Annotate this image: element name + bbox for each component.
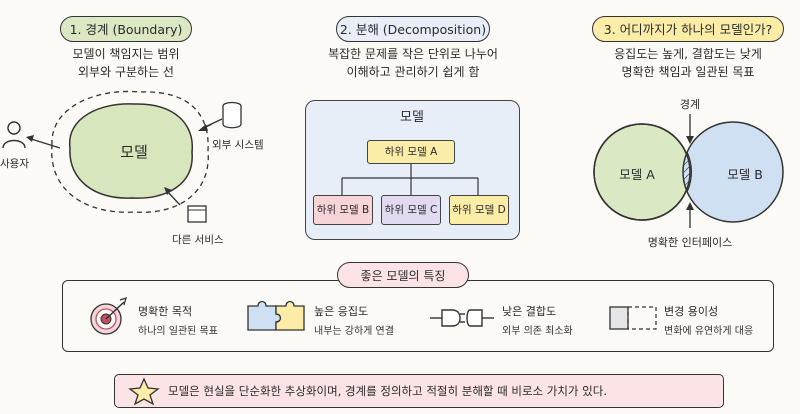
model-b-label: 모델 B xyxy=(727,167,763,182)
boundary-top-label: 경계 xyxy=(679,98,701,111)
section3-subtitle-1: 응집도는 높게, 결합도는 낮게 xyxy=(614,47,762,61)
feature-purpose-title: 명확한 목적 xyxy=(138,305,193,318)
container-model-label: 모델 xyxy=(400,110,424,125)
submodel-d: 하위 모델 D xyxy=(449,195,509,225)
feature-coupling-desc: 외부 의존 최소화 xyxy=(502,326,573,337)
feature-coupling-title: 낮은 결합도 xyxy=(502,305,557,318)
feature-changeability-title: 변경 용이성 xyxy=(664,305,719,318)
features-panel xyxy=(62,280,774,352)
footer-text: 모델은 현실을 단순화한 추상화이며, 경계를 정의하고 적절히 분해할 때 비… xyxy=(168,384,607,398)
feature-cohesion-title: 높은 응집도 xyxy=(314,305,369,318)
section1-subtitle-2: 외부와 구분하는 선 xyxy=(78,65,174,79)
footer-banner xyxy=(114,374,724,408)
model-a-label: 모델 A xyxy=(619,167,655,182)
section2-title: 2. 분해 (Decomposition) xyxy=(336,16,490,42)
section1-subtitle-1: 모델이 책임지는 범위 xyxy=(72,47,180,61)
features-title: 좋은 모델의 특징 xyxy=(337,262,469,288)
submodel-c: 하위 모델 C xyxy=(381,195,441,225)
external-system-label: 외부 시스템 xyxy=(212,139,264,151)
other-service-label: 다른 서비스 xyxy=(172,234,224,246)
section2-subtitle-1: 복잡한 문제를 작은 단위로 나누어 xyxy=(328,47,498,61)
submodel-a: 하위 모델 A xyxy=(367,140,455,164)
section1-title: 1. 경계 (Boundary) xyxy=(60,16,192,42)
section3-subtitle-2: 명확한 책임과 일관된 목표 xyxy=(621,65,755,79)
submodel-b: 하위 모델 B xyxy=(313,195,373,225)
section2-subtitle-2: 이해하고 관리하기 쉽게 함 xyxy=(346,65,480,79)
section3-title: 3. 어디까지가 하나의 모델인가? xyxy=(592,16,784,42)
feature-cohesion-desc: 내부는 강하게 연결 xyxy=(314,326,394,337)
interface-label: 명확한 인터페이스 xyxy=(647,236,733,249)
model-label: 모델 xyxy=(120,143,148,161)
user-label: 사용자 xyxy=(0,158,29,170)
feature-changeability-desc: 변화에 유연하게 대응 xyxy=(664,326,754,337)
feature-purpose-desc: 하나의 일관된 목표 xyxy=(138,326,218,337)
